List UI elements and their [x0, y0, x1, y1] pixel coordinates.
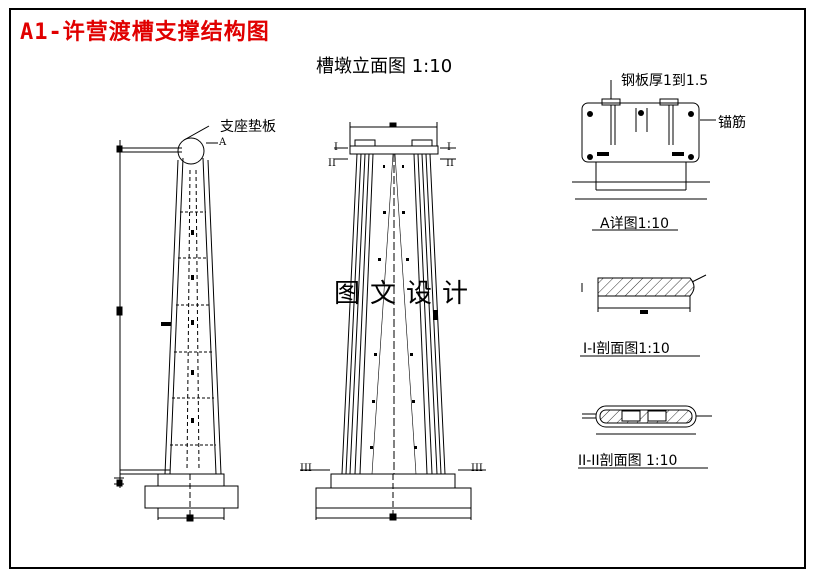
- bearing-detail-circle: [177, 137, 205, 165]
- section-mark-ii-right: II: [446, 158, 454, 169]
- detail-a-block: [581, 102, 700, 163]
- pier-side-right-edge: [202, 157, 217, 475]
- elevation-title: 槽墩立面图 1:10: [316, 56, 453, 77]
- section-mark-ii-left: II: [328, 158, 336, 169]
- dim-tick-mid: [116, 306, 123, 316]
- pier-side-left-edge: [169, 157, 184, 475]
- drawing-title: A1-许营渡槽支撑结构图: [20, 20, 270, 45]
- section-1-1: [580, 274, 707, 357]
- watermark-text: 图文设计: [334, 279, 479, 309]
- detail-a-caption: A详图1:10: [600, 216, 670, 232]
- side-elevation: [114, 125, 239, 522]
- point-a-label: A: [219, 137, 227, 148]
- section-2-caption: II-II剖面图 1:10: [578, 453, 678, 469]
- section-mark-iii-right: III: [471, 463, 483, 474]
- dim-tick-top: [116, 145, 123, 153]
- section-mark-i-left: I: [334, 142, 338, 153]
- drawing-frame: [9, 8, 806, 569]
- steel-plate-label: 钢板厚1到1.5: [621, 73, 709, 89]
- bearing-pad-label: 支座垫板: [220, 119, 276, 135]
- section-1-hatch: [597, 277, 695, 297]
- anchor-label: 锚筋: [718, 115, 746, 131]
- detail-a: [572, 80, 716, 231]
- section-2-2: [578, 405, 712, 469]
- section-mark-i-right: I: [447, 142, 451, 153]
- section-1-caption: I-I剖面图1:10: [583, 341, 670, 357]
- side-base-upper: [157, 473, 225, 487]
- pier-front-left-edge: [341, 153, 358, 475]
- dim-tick-bottom: [116, 479, 123, 487]
- cap-plate: [349, 145, 439, 155]
- side-base-lower: [144, 485, 239, 509]
- section-mark-iii-left: III: [300, 463, 312, 474]
- front-elevation: [300, 122, 486, 521]
